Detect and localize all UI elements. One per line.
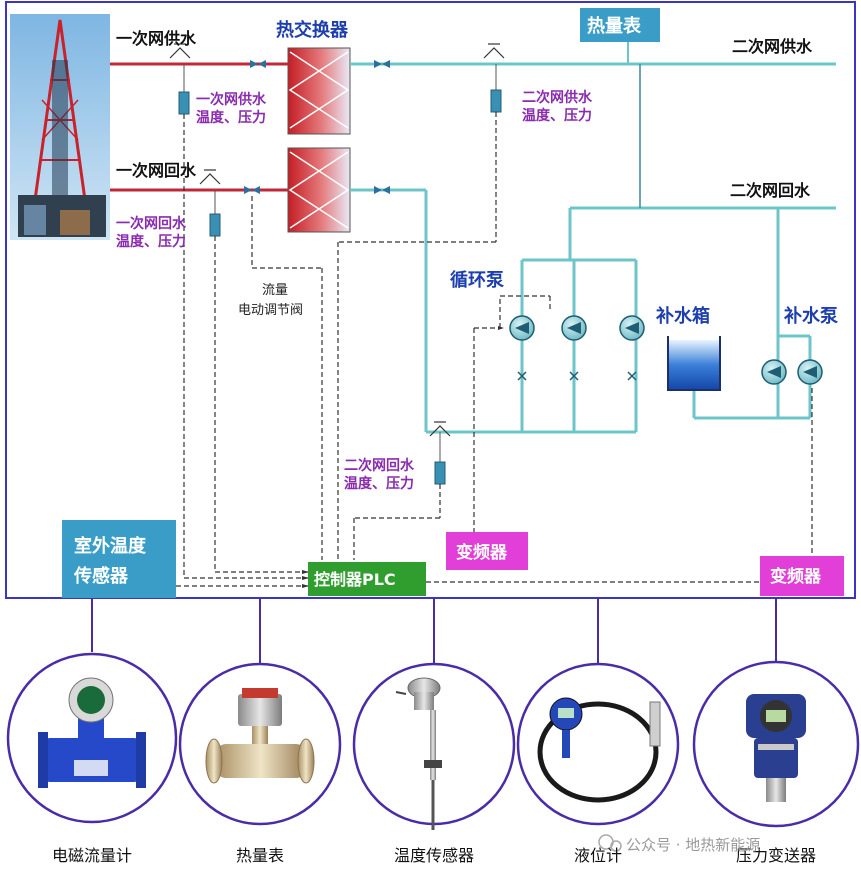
makeup-pump-label: 补水泵 xyxy=(783,305,838,327)
signal-arrow xyxy=(302,570,309,574)
vfd-box-1 xyxy=(446,532,528,570)
watermark: 公众号 · 地热新能源 xyxy=(626,836,761,854)
outdoor-sensor-box xyxy=(62,520,176,598)
temperature-sensor-icon xyxy=(395,677,442,830)
signal-arrow xyxy=(498,326,504,330)
secondary-supply-sensor-line2: 温度、压力 xyxy=(522,107,592,124)
heat-exchanger-label: 热交换器 xyxy=(276,19,349,41)
signal-lines xyxy=(176,112,813,587)
controller-box xyxy=(308,562,426,596)
primary-return-label: 一次网回水 xyxy=(116,161,197,180)
level-gauge-icon xyxy=(537,697,661,803)
primary-return-sensor-line2: 温度、压力 xyxy=(116,233,186,250)
device-label-temperature-sensor: 温度传感器 xyxy=(393,846,474,865)
controller-label: 控制器PLC xyxy=(314,570,396,589)
secondary-return-sensor-line1: 二次网回水 xyxy=(344,457,415,474)
secondary-return-label: 二次网回水 xyxy=(730,181,811,200)
heat-exchanger-bottom xyxy=(287,147,351,233)
secondary-return-sensor-line2: 温度、压力 xyxy=(344,475,414,492)
primary-supply-sensor-line1: 一次网供水 xyxy=(196,91,267,108)
device-label-heat-meter: 热量表 xyxy=(235,846,284,865)
secondary-supply-sensor-line1: 二次网供水 xyxy=(522,89,593,106)
heat-meter-label: 热量表 xyxy=(587,15,642,37)
primary-return-sensor-line1: 一次网回水 xyxy=(116,215,187,232)
heat-meter-icon xyxy=(205,688,315,784)
valve-label-line2: 电动调节阀 xyxy=(238,303,303,318)
makeup-tank xyxy=(667,336,721,391)
vfd-box-2 xyxy=(760,556,844,596)
signal-arrow xyxy=(302,584,309,588)
heat-exchanger-top xyxy=(287,47,351,135)
primary-supply-sensor-line2: 温度、压力 xyxy=(196,109,266,126)
outdoor-sensor-label-line1: 室外温度 xyxy=(74,535,147,557)
drilling-rig-image xyxy=(10,14,110,240)
wechat-icon xyxy=(598,834,622,852)
vfd-2-label: 变频器 xyxy=(770,566,822,587)
secondary-pipes xyxy=(350,62,836,434)
heat-meter-box xyxy=(580,8,660,42)
device-label-flowmeter: 电磁流量计 xyxy=(51,846,132,865)
electromagnetic-flowmeter-icon xyxy=(38,677,146,788)
valve-label-line1: 流量 xyxy=(262,283,288,298)
device-label-level-gauge: 液位计 xyxy=(573,846,622,865)
makeup-pumps xyxy=(761,359,823,385)
diagram-frame xyxy=(5,1,856,599)
secondary-supply-label: 二次网供水 xyxy=(732,37,813,56)
device-label-pressure-transmitter: 压力变送器 xyxy=(735,846,816,865)
vfd-1-label: 变频器 xyxy=(456,542,508,563)
sensor-caps xyxy=(169,43,505,437)
makeup-tank-label: 补水箱 xyxy=(655,305,710,327)
circulation-pumps xyxy=(509,315,645,381)
pipe-valves xyxy=(244,60,390,194)
device-connectors xyxy=(91,598,777,664)
pressure-transmitter-icon xyxy=(746,694,806,802)
circulation-pump-label: 循环泵 xyxy=(450,269,504,291)
outdoor-sensor-label-line2: 传感器 xyxy=(73,565,129,587)
primary-supply-label: 一次网供水 xyxy=(116,29,197,48)
signal-arrow xyxy=(302,576,309,580)
